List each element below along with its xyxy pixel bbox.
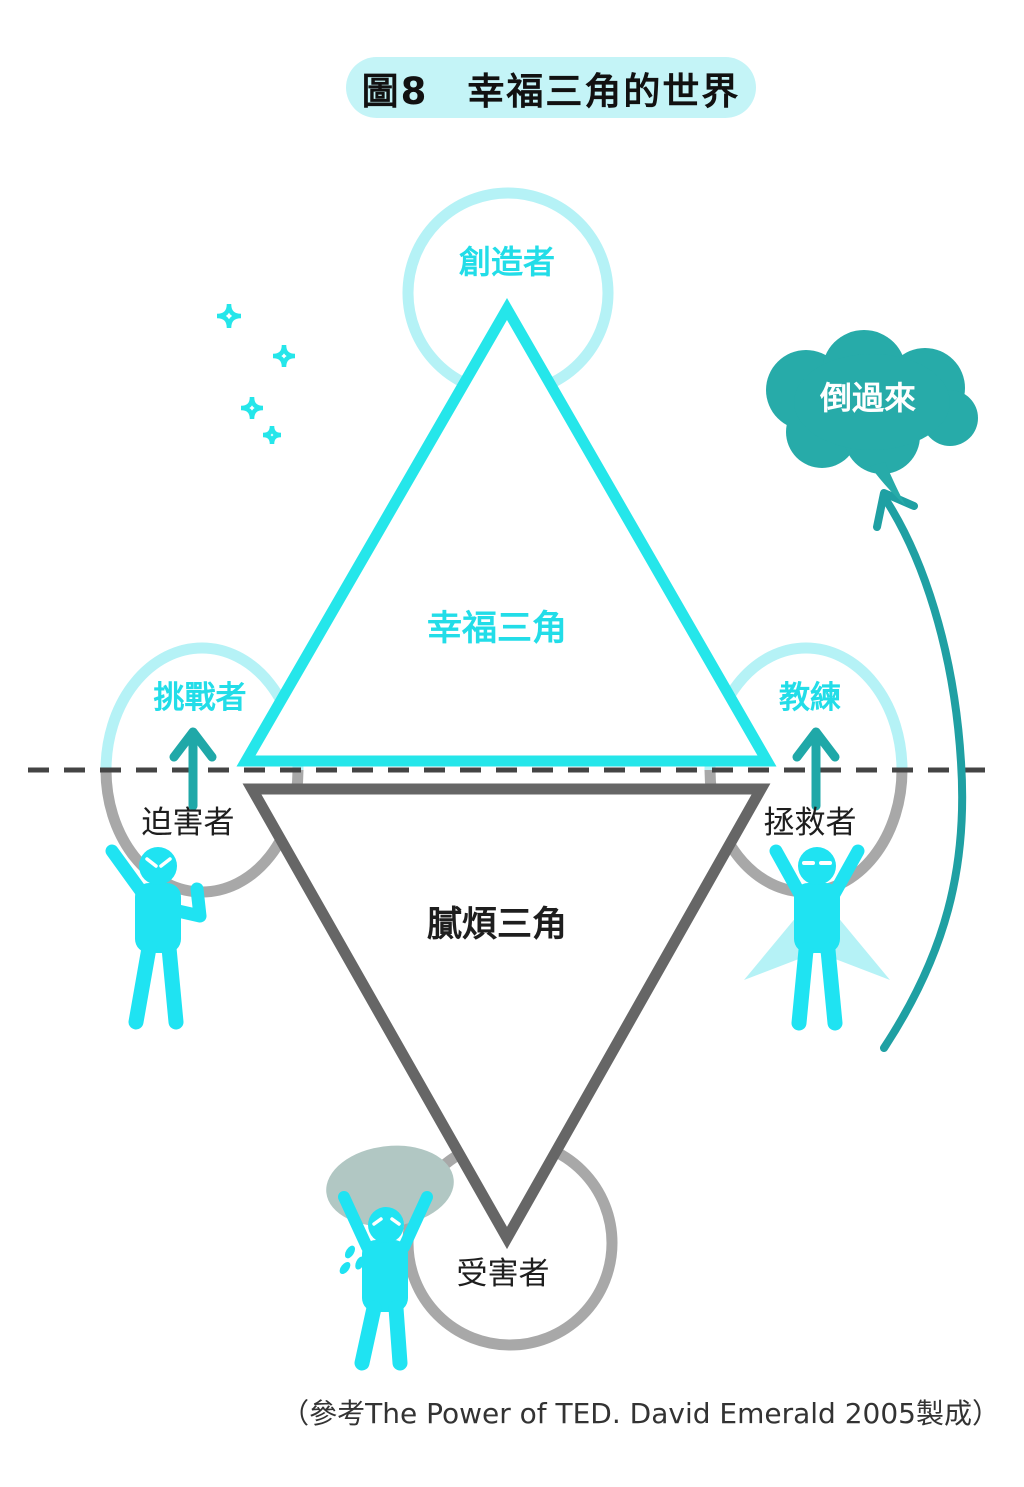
speech-bubble-tail — [870, 462, 906, 506]
creator-label: 創造者 — [458, 243, 556, 281]
sparkle-icon — [216, 303, 242, 329]
victim-label: 受害者 — [456, 1256, 550, 1292]
speech-bubble — [766, 330, 978, 506]
sparkle-icon — [262, 425, 282, 445]
happy-triangle-shape — [236, 297, 777, 767]
figure-title-pill: 圖8 幸福三角的世界 — [346, 57, 756, 118]
source-caption: （參考The Power of TED. David Emerald 2005製… — [281, 1397, 1000, 1430]
happy-triangle-label: 幸福三角 — [426, 609, 568, 649]
drama-triangle-shape — [242, 783, 771, 1250]
flip-arrow-icon — [873, 489, 967, 1052]
tear-drops — [339, 1245, 365, 1275]
speech-bubble-text: 倒過來 — [819, 379, 917, 417]
rescuer-figure-icon — [744, 844, 890, 1031]
persecutor-label: 迫害者 — [141, 805, 235, 841]
persecutor-figure-icon — [105, 844, 207, 1030]
challenger-label: 挑戰者 — [153, 680, 247, 716]
sparkles-group — [216, 303, 296, 445]
left-up-arrow-icon — [169, 727, 217, 811]
coach-label: 教練 — [779, 680, 841, 716]
sparkle-icon — [272, 344, 296, 368]
drama-triangle-label: 膩煩三角 — [426, 905, 568, 945]
figure-title: 圖8 幸福三角的世界 — [361, 69, 741, 113]
right-up-arrow-icon — [792, 727, 840, 811]
rescuer-label: 拯救者 — [763, 805, 857, 841]
sparkle-icon — [240, 396, 264, 420]
victim-figure-icon — [326, 1145, 454, 1371]
